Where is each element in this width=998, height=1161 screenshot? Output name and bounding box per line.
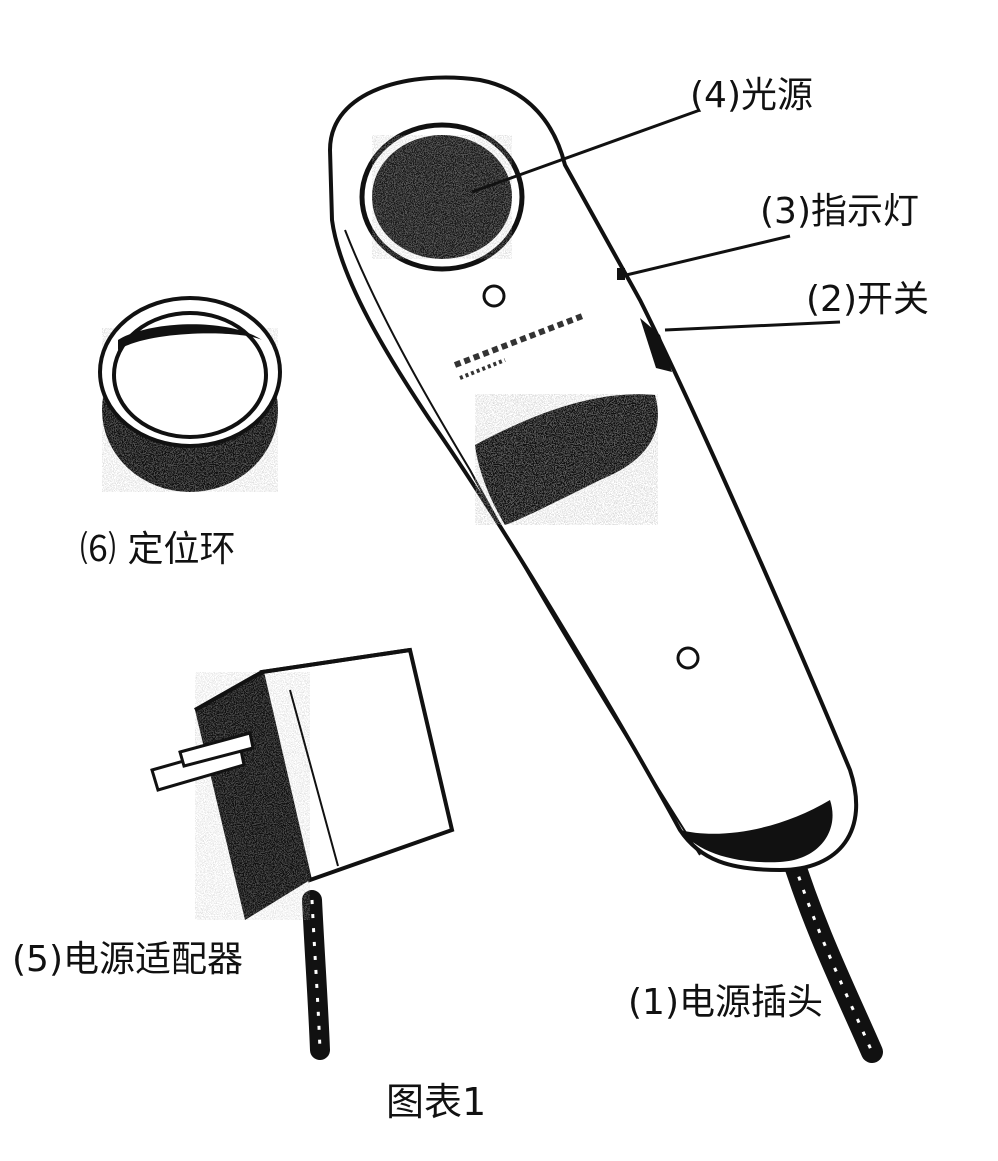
label-power-plug: (1)电源插头 [628,982,823,1023]
label-power-adapter: (5)电源适配器 [12,939,243,980]
figure-caption: 图表1 [386,1080,487,1124]
leader-light-source [471,108,701,194]
label-switch: (2)开关 [806,279,929,320]
leader-switch [664,320,841,332]
handheld-device [327,75,883,1063]
power-adapter [150,647,455,1060]
positioning-ring [98,296,282,492]
label-indicator-light: (3)指示灯 [760,191,919,232]
printed-text-marking [453,312,587,380]
leader-lines [471,108,841,332]
leader-indicator [621,234,791,278]
label-positioning-ring: ⑹ 定位环 [80,529,236,570]
label-light-source: (4)光源 [690,75,813,116]
